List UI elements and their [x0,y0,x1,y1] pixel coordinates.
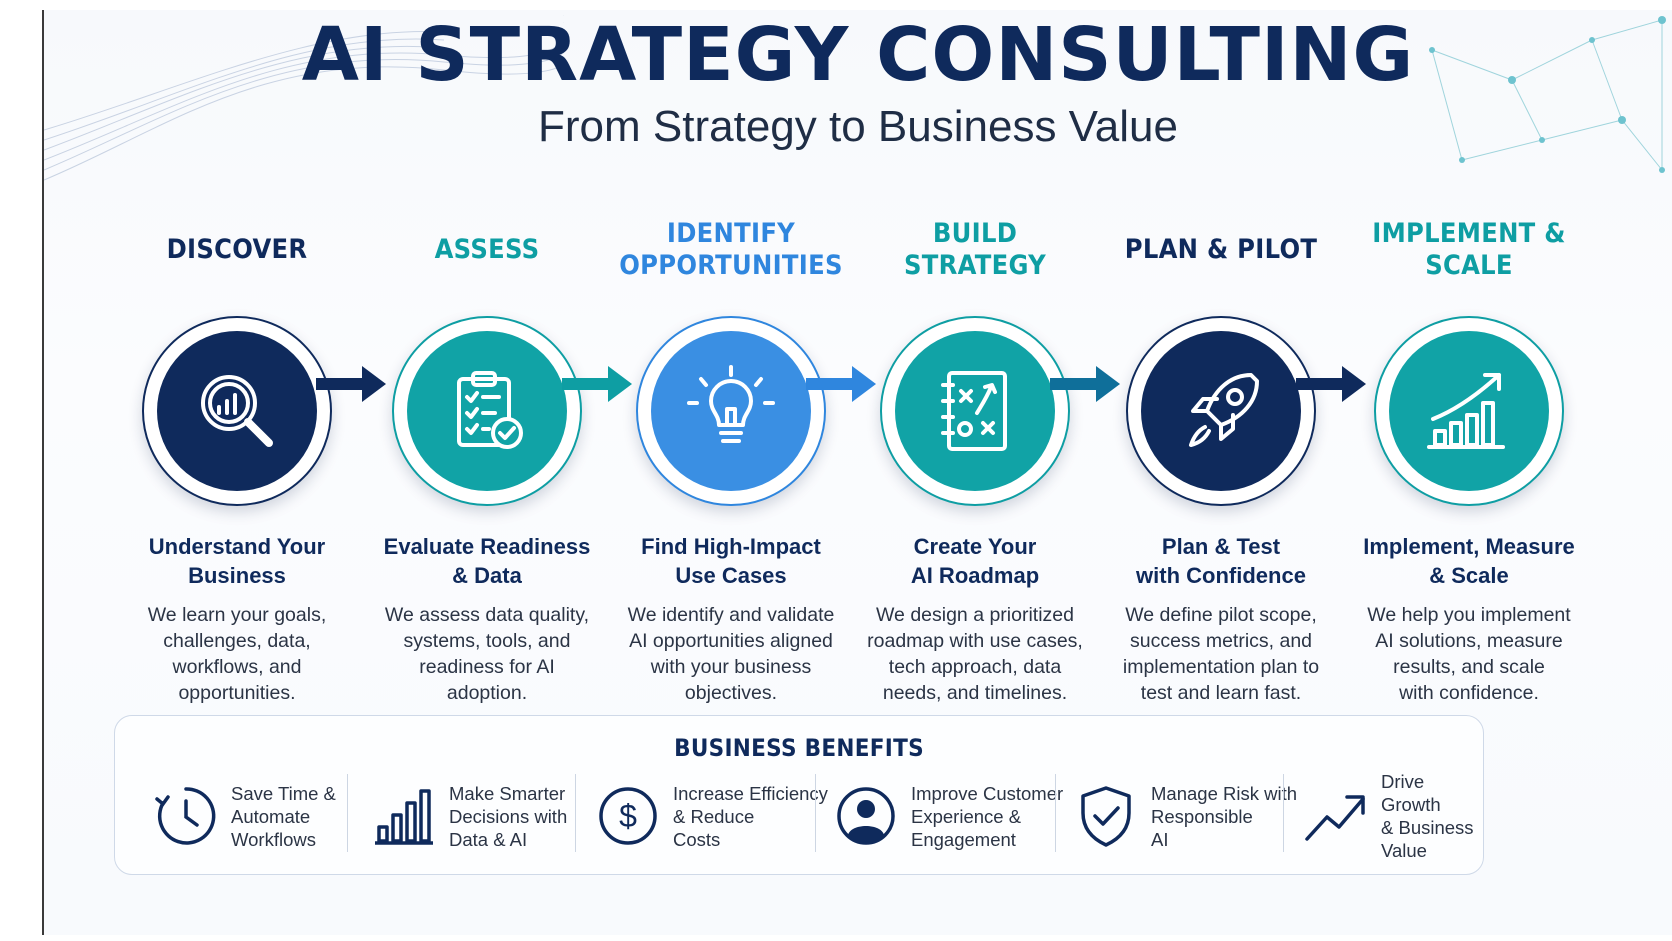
process-steps: DISCOVER Understand Your Business We lea… [94,210,1654,710]
benefit-divider [1055,774,1056,852]
benefit-divider [575,774,576,852]
step-description: We design a prioritized roadmap with use… [867,604,1083,704]
arrow-right-icon [316,366,386,402]
benefit-text: Increase Efficiency & Reduce Costs [673,782,828,850]
arrow-right-icon [1296,366,1366,402]
step-circle [1374,316,1564,506]
step-label: IMPLEMENT & SCALE [1372,218,1566,281]
trend-arrow-icon [1305,795,1365,841]
benefit-divider [1283,774,1284,852]
step-implement-scale: IMPLEMENT & SCALE Implement, Measure & S… [1344,210,1594,706]
svg-text:$: $ [619,798,637,834]
step-heading: Implement, Measure & Scale [1363,534,1575,588]
magnifier-chart-icon [201,375,273,447]
step-circle [880,316,1070,506]
infographic-canvas: AI STRATEGY CONSULTING From Strategy to … [42,10,1672,935]
arrow-right-icon [806,366,876,402]
benefit-text: Save Time & Automate Workflows [231,782,336,850]
lightbulb-icon [687,365,775,443]
step-heading: Plan & Test with Confidence [1136,534,1306,588]
benefit-text: Improve Customer Experience & Engagement [911,782,1064,850]
step-label: PLAN & PILOT [1124,234,1318,265]
benefit-item: $ Increase Efficiency & Reduce Costs [595,776,828,856]
growth-chart-icon [1427,373,1505,449]
step-circle [636,316,826,506]
step-label: IDENTIFY OPPORTUNITIES [619,218,843,281]
step-heading: Create Your AI Roadmap [910,534,1040,588]
benefit-divider [347,774,348,852]
step-description: We help you implement AI solutions, meas… [1367,604,1571,704]
benefits-title: BUSINESS BENEFITS [674,734,924,762]
benefit-item: Drive Growth & Business Value [1303,771,1483,861]
step-heading: Understand Your Business [148,534,326,588]
step-build-strategy: BUILD STRATEGY Create Your AI Roadmap We… [850,210,1100,706]
step-label: ASSESS [434,234,540,265]
step-description: We define pilot scope, success metrics, … [1122,604,1320,704]
clipboard-check-icon [457,371,523,449]
step-circle [392,316,582,506]
arrow-right-icon [562,366,632,402]
step-assess: ASSESS Evaluate Readiness & Data We asse… [362,210,612,706]
step-label: BUILD STRATEGY [903,218,1047,281]
step-identify-opportunities: IDENTIFY OPPORTUNITIES Find High-Impact … [606,210,856,706]
dollar-icon: $ [599,787,657,845]
step-description: We learn your goals, challenges, data, w… [147,604,327,704]
benefit-item: Make Smarter Decisions with Data & AI [371,776,567,856]
strategy-board-icon [941,371,1007,451]
arrow-right-icon [1050,366,1120,402]
user-icon [837,787,895,845]
benefit-text: Manage Risk with Responsible AI [1151,782,1298,850]
page-title: AI STRATEGY CONSULTING [301,12,1415,98]
benefit-item: Improve Customer Experience & Engagement [833,776,1063,856]
step-heading: Evaluate Readiness & Data [383,534,591,588]
step-label: DISCOVER [166,234,308,265]
step-circle [142,316,332,506]
business-benefits-panel: BUSINESS BENEFITS Save Time & Automate W… [114,715,1484,875]
page-subtitle: From Strategy to Business Value [538,102,1178,151]
benefit-text: Drive Growth & Business Value [1381,771,1474,861]
step-description: We assess data quality, systems, tools, … [384,604,590,704]
shield-check-icon [1081,786,1131,847]
clock-icon [155,787,216,845]
step-heading: Find High-Impact Use Cases [641,534,821,588]
benefit-text: Make Smarter Decisions with Data & AI [449,782,568,850]
benefit-item: Save Time & Automate Workflows [153,776,336,856]
step-circle [1126,316,1316,506]
rocket-icon [1189,373,1259,447]
bar-chart-icon [375,789,433,845]
step-description: We identify and validate AI opportunitie… [627,604,835,704]
step-plan-pilot: PLAN & PILOT Plan & Test with Confidence… [1096,210,1346,706]
step-discover: DISCOVER Understand Your Business We lea… [112,210,362,706]
benefit-divider [815,774,816,852]
benefit-item: Manage Risk with Responsible AI [1073,776,1297,856]
